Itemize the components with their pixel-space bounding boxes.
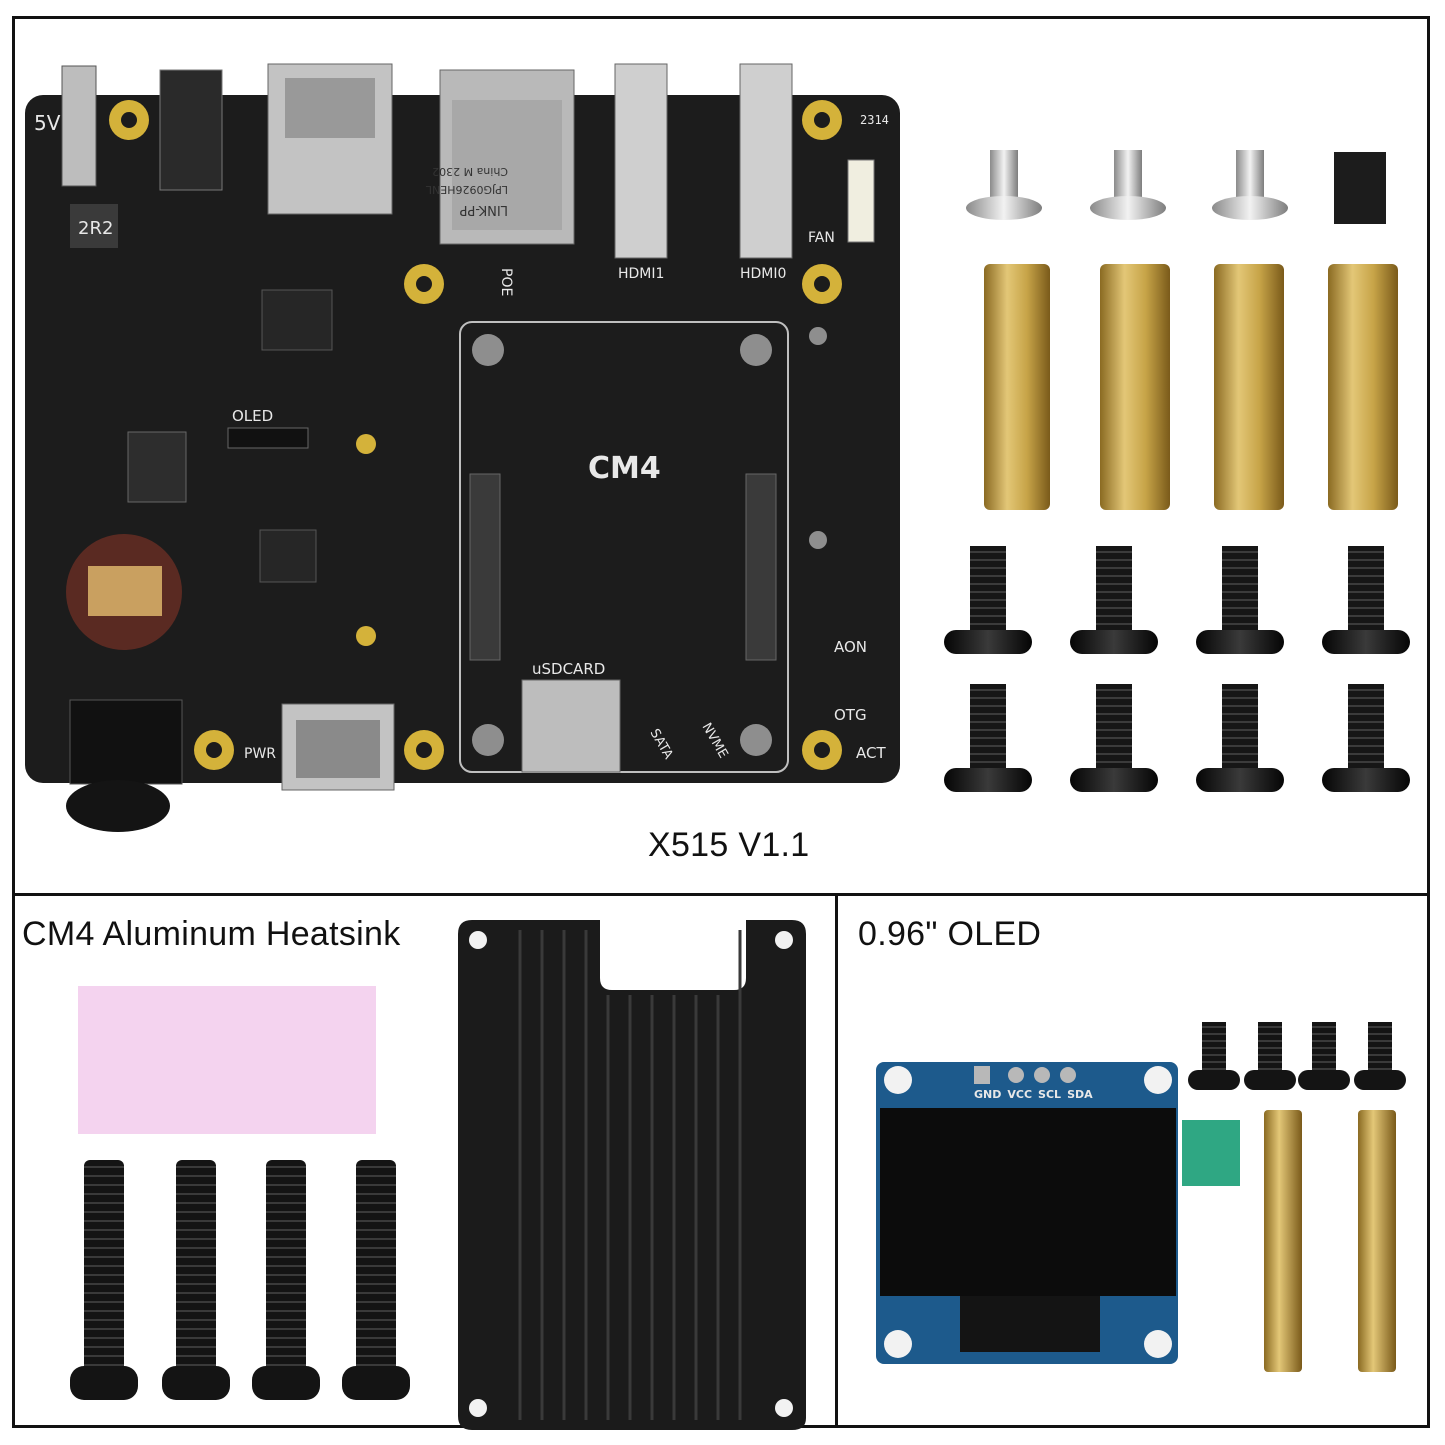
heatsink-caption: CM4 Aluminum Heatsink (22, 915, 401, 953)
label-oled: OLED (232, 407, 273, 425)
label-poe: POE (498, 268, 514, 296)
label-cm4: CM4 (588, 451, 661, 486)
oled-flex-cable (960, 1296, 1100, 1352)
power-jack-barrel (61, 65, 97, 187)
heatsink-fins (518, 930, 742, 1420)
pin-gnd: GND (974, 1088, 1002, 1101)
fan-connector (847, 159, 875, 243)
label-fan: FAN (808, 230, 835, 246)
oled-header (227, 427, 309, 449)
oled-screen (880, 1108, 1176, 1296)
label-2r2: 2R2 (78, 218, 113, 239)
label-aon: AON (834, 638, 867, 656)
label-pwr: PWR (244, 746, 276, 762)
black-screws (944, 546, 1410, 792)
audio-jack (159, 69, 223, 191)
controller-chip (259, 529, 317, 583)
oled-brass-standoffs (1264, 1110, 1396, 1372)
oled-pin-labels: GND VCC SCL SDA (974, 1088, 1093, 1101)
brass-standoffs (984, 264, 1398, 510)
label-usdcard: uSDCARD (532, 660, 605, 678)
sdcard-slot (521, 679, 621, 773)
label-5v: 5V (34, 111, 61, 135)
regulator (127, 431, 187, 503)
cm4-connector-left (469, 473, 501, 661)
label-hdmi1: HDMI1 (618, 266, 664, 282)
usb-hub-chip (261, 289, 333, 351)
label-hdmi0: HDMI0 (740, 266, 786, 282)
oled-mount-holes (884, 1066, 1172, 1358)
oled-pin-pads (974, 1066, 1076, 1084)
pin-sda: SDA (1067, 1088, 1093, 1101)
bottom-power-jack (69, 699, 183, 785)
pin-scl: SCL (1038, 1088, 1062, 1101)
hdmi1-port (614, 63, 668, 259)
label-act: ACT (856, 744, 886, 762)
jumper-cap (1334, 152, 1386, 224)
oled-black-screws (1188, 1022, 1406, 1090)
oled-caption: 0.96" OLED (858, 915, 1042, 953)
pcb-board (25, 95, 900, 783)
board-panel-art: 5V 2R2 2314 LINK-PP LPJG0926HENL China M… (25, 63, 1410, 832)
pin-vcc: VCC (1007, 1088, 1033, 1101)
cm4-outline (459, 321, 789, 773)
board-caption: X515 V1.1 (648, 826, 810, 864)
long-black-screws (70, 1160, 410, 1400)
label-lan-origin: China M 2302 (432, 165, 508, 178)
hdmi0-port (739, 63, 793, 259)
oled-tab (1182, 1120, 1240, 1186)
heatsink-mount-holes (469, 931, 793, 1417)
thermal-pad (78, 986, 376, 1134)
label-otg: OTG (834, 706, 867, 724)
label-lan-part: LPJG0926HENL (425, 183, 508, 196)
power-button (66, 780, 170, 832)
cm4-standoffs (472, 327, 827, 756)
silver-screws (966, 150, 1288, 220)
label-date-code: 2314 (860, 113, 889, 127)
cm4-connector-right (745, 473, 777, 661)
label-lan-brand: LINK-PP (460, 202, 508, 217)
inductor (70, 204, 118, 248)
